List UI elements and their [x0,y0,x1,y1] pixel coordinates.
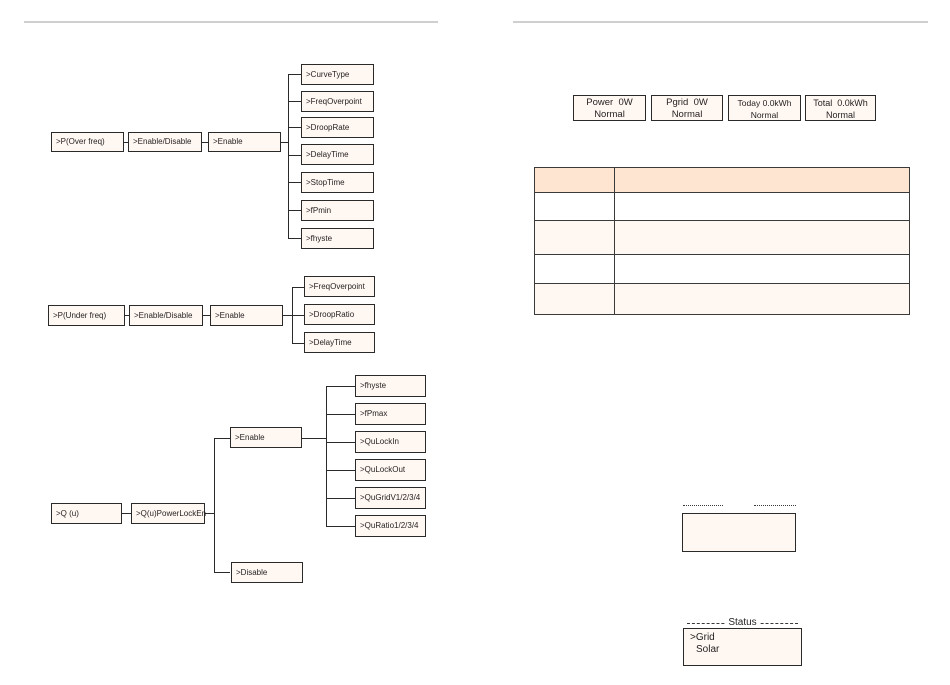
over-freq-enable-disable: >Enable/Disable [128,132,202,152]
lcd-today-value: 0.0kWh [762,98,792,108]
status-menu-item-solar[interactable]: Solar [696,644,720,655]
table-header-cell [534,167,615,193]
lcd-blank-screen [682,513,796,552]
under-freq-enable: >Enable [210,305,283,326]
lcd-power-value: 0W [618,97,633,108]
lcd-total-status: Normal [825,110,855,120]
status-menu-box: >Grid Solar [683,628,802,666]
table-cell [614,220,910,255]
table-row [534,254,910,284]
table-row [534,192,910,221]
lcd-blank-dots-left [683,505,723,506]
qu-power-lock-en: >Q(u)PowerLockEn [131,503,206,524]
table-header-cell [614,167,910,193]
parameter-table [534,167,910,315]
over-freq-root: >P(Over freq) [51,132,124,152]
status-menu: Status >Grid Solar [683,617,802,666]
over-freq-enable: >Enable [208,132,281,152]
lcd-today-status: Normal [750,110,779,120]
status-menu-item-grid[interactable]: >Grid [690,632,715,643]
over-freq-fhyste: >fhyste [301,228,374,249]
table-cell [614,283,910,315]
lcd-pgrid-label: Pgrid [666,97,689,108]
table-cell [614,254,910,284]
lcd-total-label: Total [813,98,833,108]
qu-fpmax: >fPmax [355,403,426,425]
qu-enable: >Enable [230,427,302,448]
lcd-pgrid-value: 0W [693,97,708,108]
table-cell [614,192,910,221]
over-freq-curve-type: >CurveType [301,64,374,85]
table-header-row [534,167,910,193]
qu-disable: >Disable [231,562,303,583]
under-freq-droop-ratio: >DroopRatio [304,304,375,325]
table-cell [534,192,615,221]
under-freq-delay-time: >DelayTime [304,332,375,353]
table-cell [534,220,615,255]
under-freq-freq-overpoint: >FreqOverpoint [304,276,375,297]
over-freq-freq-overpoint: >FreqOverpoint [301,91,374,112]
qu-grid-v: >QuGridV1/2/3/4 [355,487,426,509]
lcd-blank-dots-right [754,505,796,506]
over-freq-delay-time: >DelayTime [301,144,374,165]
lcd-total: Total 0.0kWh Normal [805,95,876,121]
lcd-today-label: Today [737,98,761,108]
over-freq-fpmin: >fPmin [301,200,374,221]
qu-lock-out: >QuLockOut [355,459,426,481]
lcd-power: Power 0W Normal [573,95,646,121]
lcd-today: Today 0.0kWh Normal [728,95,801,121]
qu-lock-in: >QuLockIn [355,431,426,453]
lcd-pgrid: Pgrid 0W Normal [651,95,723,121]
table-row [534,220,910,255]
over-freq-droop-rate: >DroopRate [301,117,374,138]
lcd-total-value: 0.0kWh [837,98,868,108]
status-title-wrap: Status [683,617,802,628]
top-rule-right [513,21,928,23]
lcd-power-status: Normal [594,109,625,120]
top-rule-left [24,21,438,23]
under-freq-enable-disable: >Enable/Disable [129,305,203,326]
table-row [534,283,910,315]
under-freq-root: >P(Under freq) [48,305,125,326]
status-title: Status [725,617,760,628]
table-cell [534,254,615,284]
qu-fhyste: >fhyste [355,375,426,397]
lcd-power-label: Power [586,97,614,108]
qu-ratio: >QuRatio1/2/3/4 [355,515,426,537]
over-freq-stop-time: >StopTime [301,172,374,193]
table-cell [534,283,615,315]
qu-root: >Q (u) [51,503,122,524]
lcd-pgrid-status: Normal [671,109,703,120]
